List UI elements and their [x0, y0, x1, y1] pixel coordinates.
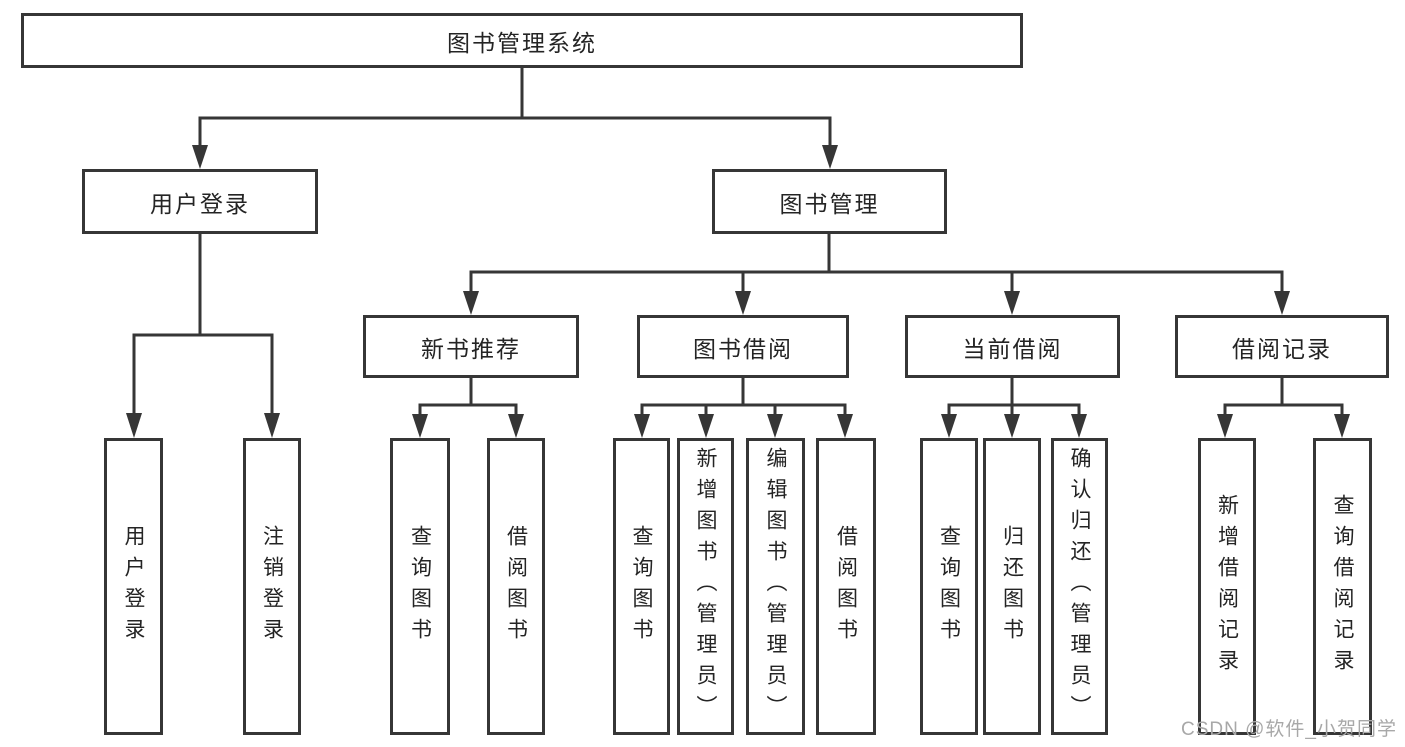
arrowhead	[1071, 414, 1087, 438]
arrowhead	[1004, 414, 1020, 438]
arrowhead	[1274, 291, 1290, 315]
arrowhead	[941, 414, 957, 438]
connector-root-rail	[198, 116, 832, 146]
leaf-add-borrow-record: 新增借阅记录	[1198, 438, 1256, 735]
leaf-edit-books-admin: 编辑图书（管理员）	[746, 438, 805, 735]
node-book-management-label: 图书管理	[779, 190, 880, 217]
leaf-borrow-books: 借阅图书	[816, 438, 876, 735]
node-root-label: 图书管理系统	[447, 29, 597, 56]
node-new-book-recommend-label: 新书推荐	[421, 335, 521, 362]
node-current-borrow-label: 当前借阅	[962, 335, 1063, 362]
leaf-borrow-books-label: 借阅图书	[834, 524, 858, 649]
arrowhead	[767, 414, 783, 438]
leaf-add-books-admin: 新增图书（管理员）	[677, 438, 734, 735]
node-user-login: 用户登录	[82, 169, 318, 234]
arrowhead	[463, 291, 479, 315]
leaf-query-books-borrow-label: 查询图书	[630, 524, 654, 649]
leaf-add-books-admin-label: 新增图书（管理员）	[694, 447, 718, 726]
leaf-return-books-label: 归还图书	[1000, 524, 1024, 649]
leaf-query-books-recommend-label: 查询图书	[408, 524, 432, 649]
arrowhead	[837, 414, 853, 438]
arrowhead	[1217, 414, 1233, 438]
arrowhead	[698, 414, 714, 438]
arrowhead	[1004, 291, 1020, 315]
arrowhead	[412, 414, 428, 438]
connector-bookmgmt-rail	[469, 270, 1284, 292]
leaf-borrow-books-recommend: 借阅图书	[487, 438, 545, 735]
arrowhead	[508, 414, 524, 438]
leaf-query-borrow-record: 查询借阅记录	[1313, 438, 1372, 735]
node-borrow-records: 借阅记录	[1175, 315, 1389, 378]
leaf-user-login-label: 用户登录	[122, 524, 146, 649]
leaf-query-books-current: 查询图书	[920, 438, 978, 735]
arrowhead	[1334, 414, 1350, 438]
node-current-borrow: 当前借阅	[905, 315, 1120, 378]
leaf-borrow-books-recommend-label: 借阅图书	[504, 524, 528, 649]
node-book-borrow-label: 图书借阅	[693, 335, 793, 362]
leaf-add-borrow-record-label: 新增借阅记录	[1215, 493, 1239, 680]
leaf-confirm-return-admin: 确认归还（管理员）	[1051, 438, 1108, 735]
leaf-query-borrow-record-label: 查询借阅记录	[1331, 493, 1355, 680]
leaf-query-books-current-label: 查询图书	[937, 524, 961, 649]
leaf-edit-books-admin-label: 编辑图书（管理员）	[764, 447, 788, 726]
leaf-return-books: 归还图书	[983, 438, 1041, 735]
leaf-logout-login-label: 注销登录	[260, 524, 284, 649]
node-book-management: 图书管理	[712, 169, 947, 234]
leaf-logout-login: 注销登录	[243, 438, 301, 735]
leaf-confirm-return-admin-label: 确认归还（管理员）	[1068, 447, 1092, 726]
arrowhead	[735, 291, 751, 315]
connector-current-rail	[947, 403, 1081, 415]
connector-borrow-rail	[640, 403, 847, 415]
leaf-query-books-borrow: 查询图书	[613, 438, 670, 735]
arrowhead	[634, 414, 650, 438]
arrowhead	[126, 413, 142, 438]
leaf-user-login: 用户登录	[104, 438, 163, 735]
watermark-text: CSDN @软件_小贺同学	[1181, 719, 1397, 740]
arrowhead	[192, 145, 208, 169]
connector-recommend-rail	[418, 403, 518, 415]
arrowhead	[264, 413, 280, 438]
node-root: 图书管理系统	[21, 13, 1023, 68]
connector-userlogin-rail	[132, 333, 274, 414]
connector-records-rail	[1223, 403, 1344, 415]
node-book-borrow: 图书借阅	[637, 315, 849, 378]
leaf-query-books-recommend: 查询图书	[390, 438, 450, 735]
node-user-login-label: 用户登录	[150, 190, 250, 217]
node-borrow-records-label: 借阅记录	[1232, 335, 1332, 362]
node-new-book-recommend: 新书推荐	[363, 315, 579, 378]
arrowhead	[822, 145, 838, 169]
